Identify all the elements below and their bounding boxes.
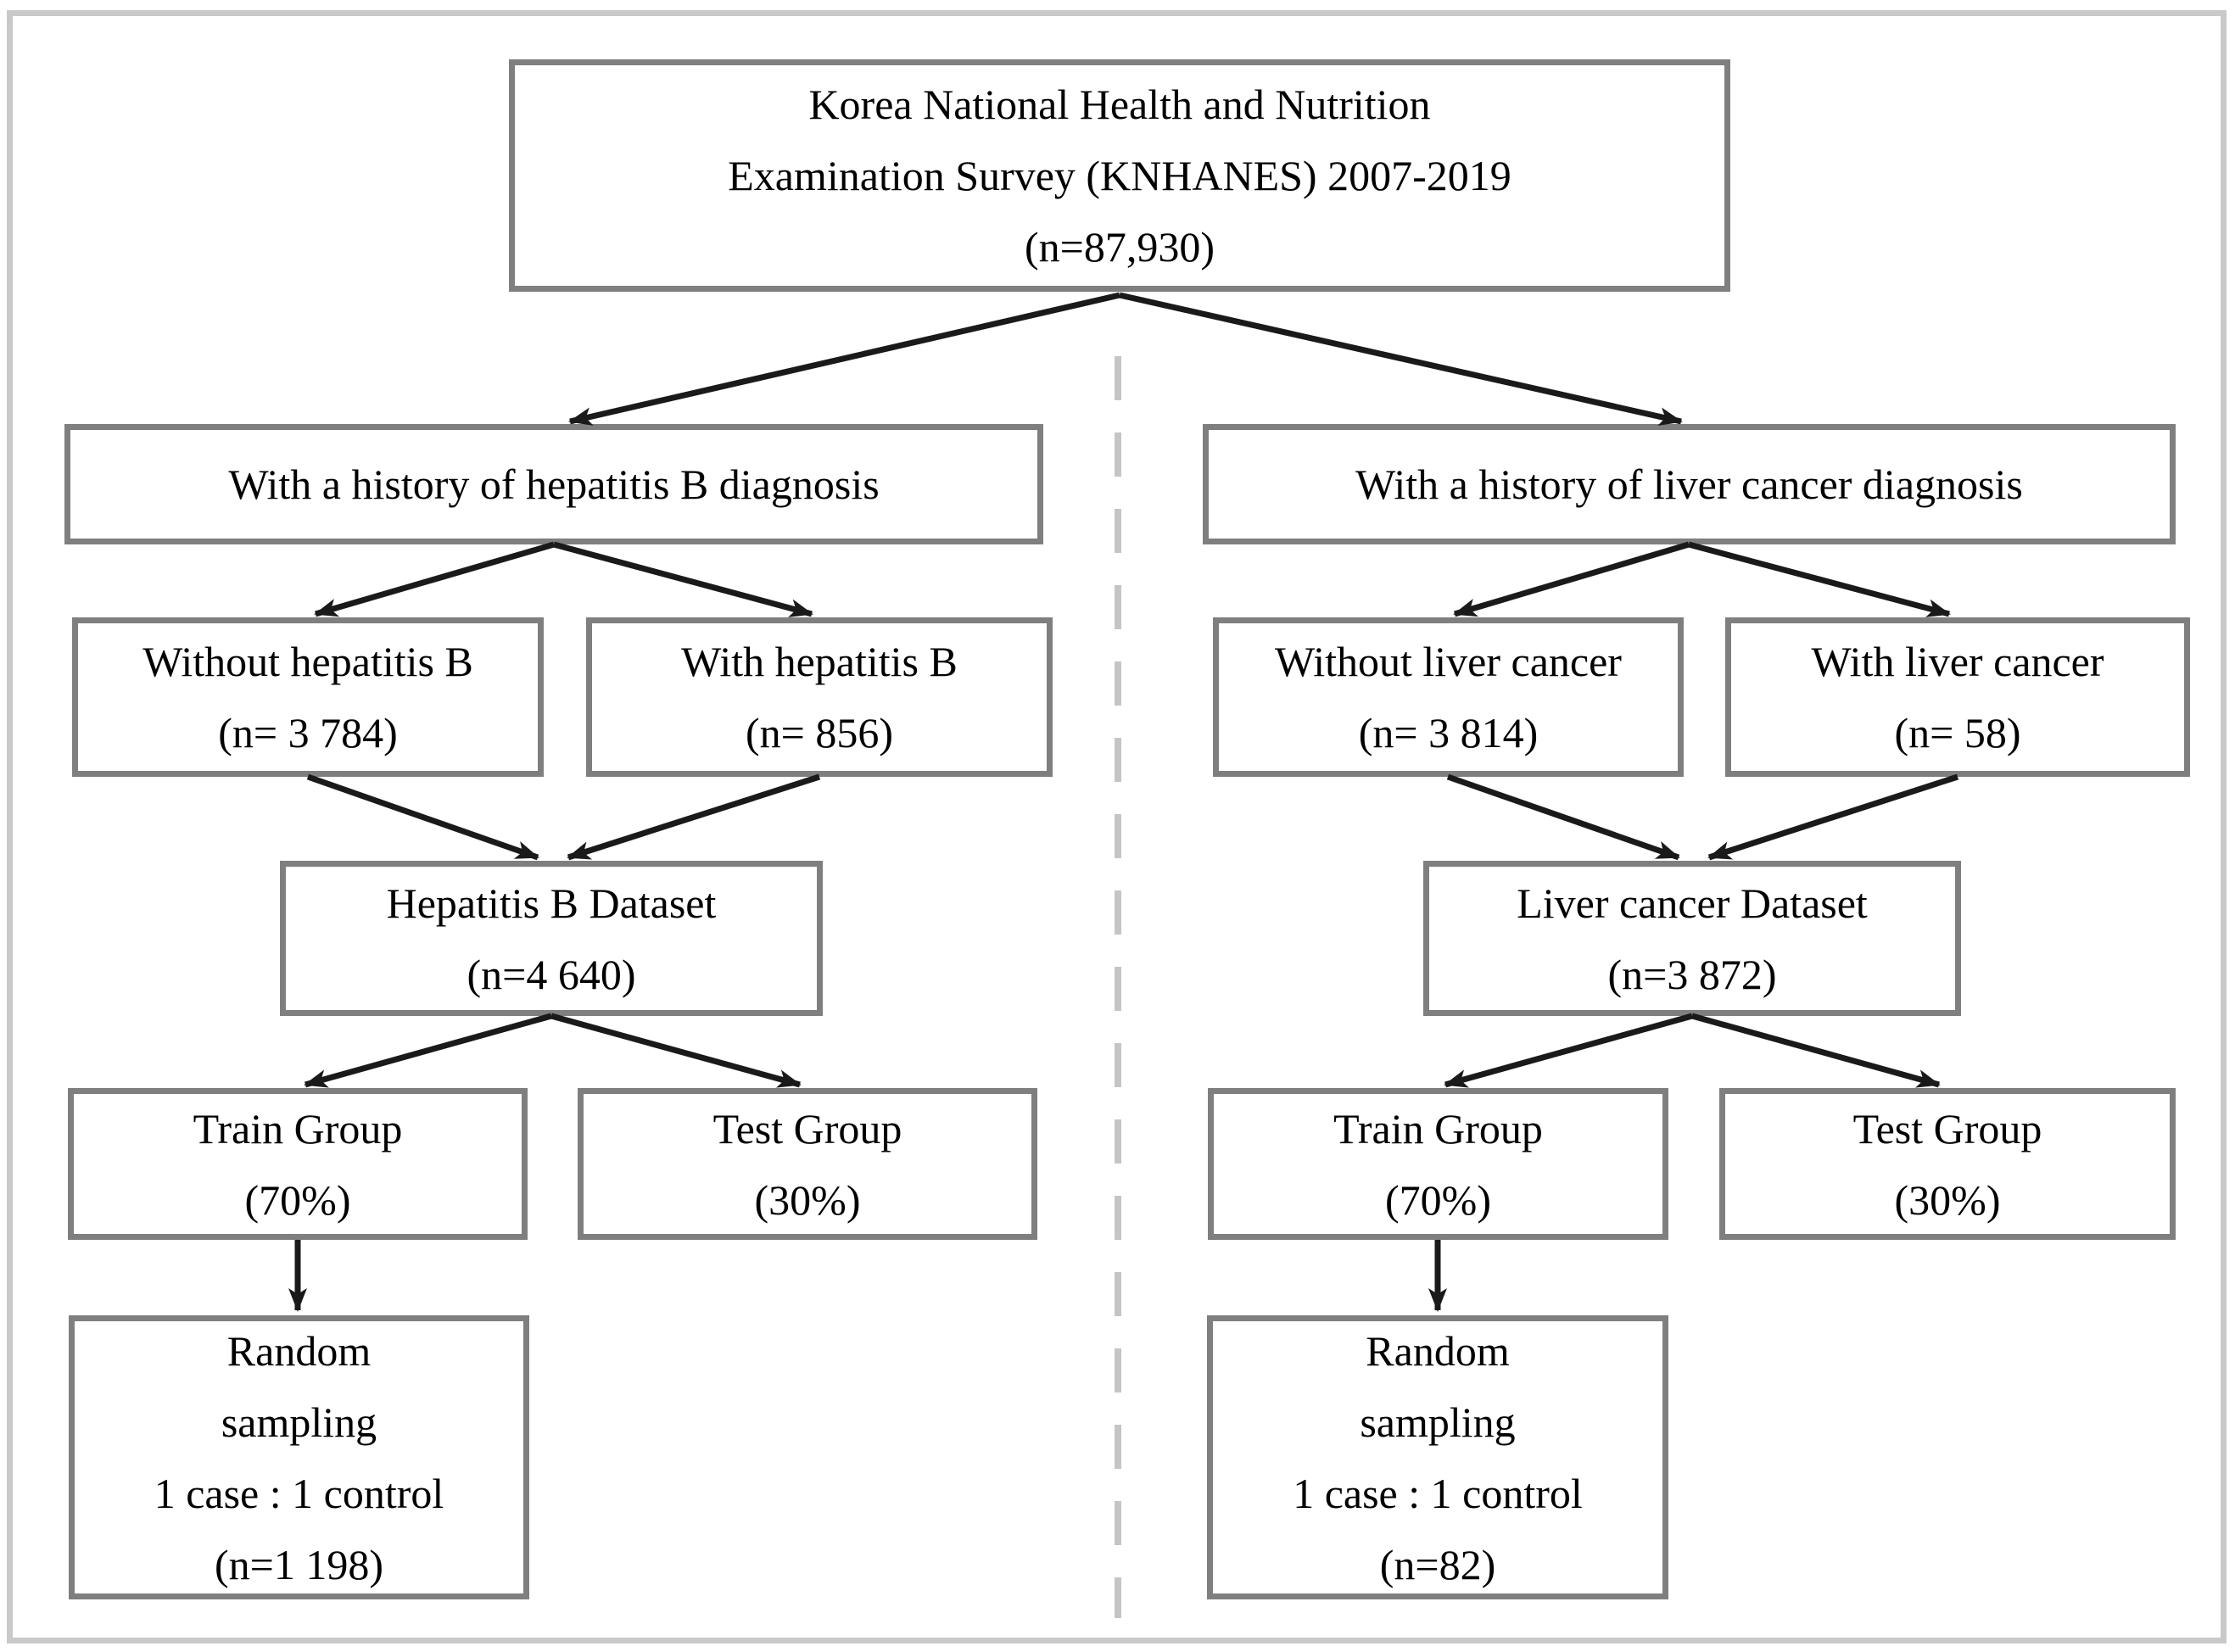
text-line: (70%) bbox=[1385, 1175, 1491, 1224]
text-line: Without liver cancer bbox=[1275, 638, 1622, 685]
text-line: Train Group bbox=[1333, 1104, 1543, 1152]
liver-dataset-box: Liver cancer Dataset (n=3 872) bbox=[1423, 861, 1961, 1016]
text-line: 1 case : 1 control bbox=[154, 1469, 444, 1517]
text-line: Liver cancer Dataset bbox=[1517, 879, 1868, 927]
text-line: (n=4 640) bbox=[467, 950, 636, 998]
hepatitis-test-group-box: Test Group (30%) bbox=[578, 1088, 1037, 1240]
without-hepatitis-box: Without hepatitis B (n= 3 784) bbox=[72, 617, 544, 777]
text-line: 1 case : 1 control bbox=[1293, 1469, 1583, 1517]
liver-test-group-box: Test Group (30%) bbox=[1719, 1088, 2176, 1240]
text-line: Random bbox=[226, 1326, 372, 1375]
figure-outer-border bbox=[7, 10, 2227, 1644]
text-line: (n=3 872) bbox=[1607, 950, 1777, 998]
text-line: Hepatitis B Dataset bbox=[386, 879, 717, 927]
text-line: Test Group bbox=[1852, 1104, 2042, 1152]
text-line: (n=82) bbox=[1379, 1540, 1496, 1588]
text-line: Test Group bbox=[712, 1104, 902, 1152]
liver-random-sampling-box: Random sampling 1 case : 1 control (n=82… bbox=[1207, 1315, 1668, 1599]
text-line: With a history of hepatitis B diagnosis bbox=[228, 460, 880, 508]
text-line: Korea National Health and Nutrition bbox=[808, 81, 1431, 128]
text-line: Examination Survey (KNHANES) 2007-2019 bbox=[728, 152, 1511, 199]
hepatitis-train-group-box: Train Group (70%) bbox=[68, 1088, 528, 1240]
text-line: sampling bbox=[221, 1398, 377, 1446]
hepatitis-history-box: With a history of hepatitis B diagnosis bbox=[64, 424, 1043, 544]
with-hepatitis-box: With hepatitis B (n= 856) bbox=[586, 617, 1053, 777]
text-line: Without hepatitis B bbox=[142, 638, 473, 685]
text-line: (30%) bbox=[1894, 1175, 2001, 1224]
hepatitis-random-sampling-box: Random sampling 1 case : 1 control (n=1 … bbox=[69, 1315, 529, 1599]
knhanes-root-box: Korea National Health and Nutrition Exam… bbox=[509, 59, 1730, 292]
text-line: sampling bbox=[1360, 1398, 1516, 1446]
with-liver-cancer-box: With liver cancer (n= 58) bbox=[1725, 617, 2190, 777]
text-line: (n=87,930) bbox=[1025, 223, 1215, 271]
text-line: With liver cancer bbox=[1811, 638, 2104, 685]
text-line: Train Group bbox=[193, 1104, 403, 1152]
text-line: With hepatitis B bbox=[681, 638, 958, 685]
text-line: (70%) bbox=[244, 1175, 351, 1224]
text-line: (n=1 198) bbox=[215, 1540, 383, 1588]
text-line: (n= 58) bbox=[1894, 709, 2021, 756]
text-line: (30%) bbox=[754, 1175, 861, 1224]
without-liver-cancer-box: Without liver cancer (n= 3 814) bbox=[1213, 617, 1684, 777]
text-line: Random bbox=[1366, 1326, 1510, 1375]
text-line: (n= 3 784) bbox=[218, 709, 398, 756]
liver-train-group-box: Train Group (70%) bbox=[1208, 1088, 1668, 1240]
hepatitis-dataset-box: Hepatitis B Dataset (n=4 640) bbox=[280, 861, 823, 1016]
liver-history-box: With a history of liver cancer diagnosis bbox=[1203, 424, 2176, 544]
text-line: (n= 856) bbox=[746, 709, 893, 756]
text-line: With a history of liver cancer diagnosis bbox=[1355, 460, 2023, 508]
text-line: (n= 3 814) bbox=[1358, 709, 1539, 756]
